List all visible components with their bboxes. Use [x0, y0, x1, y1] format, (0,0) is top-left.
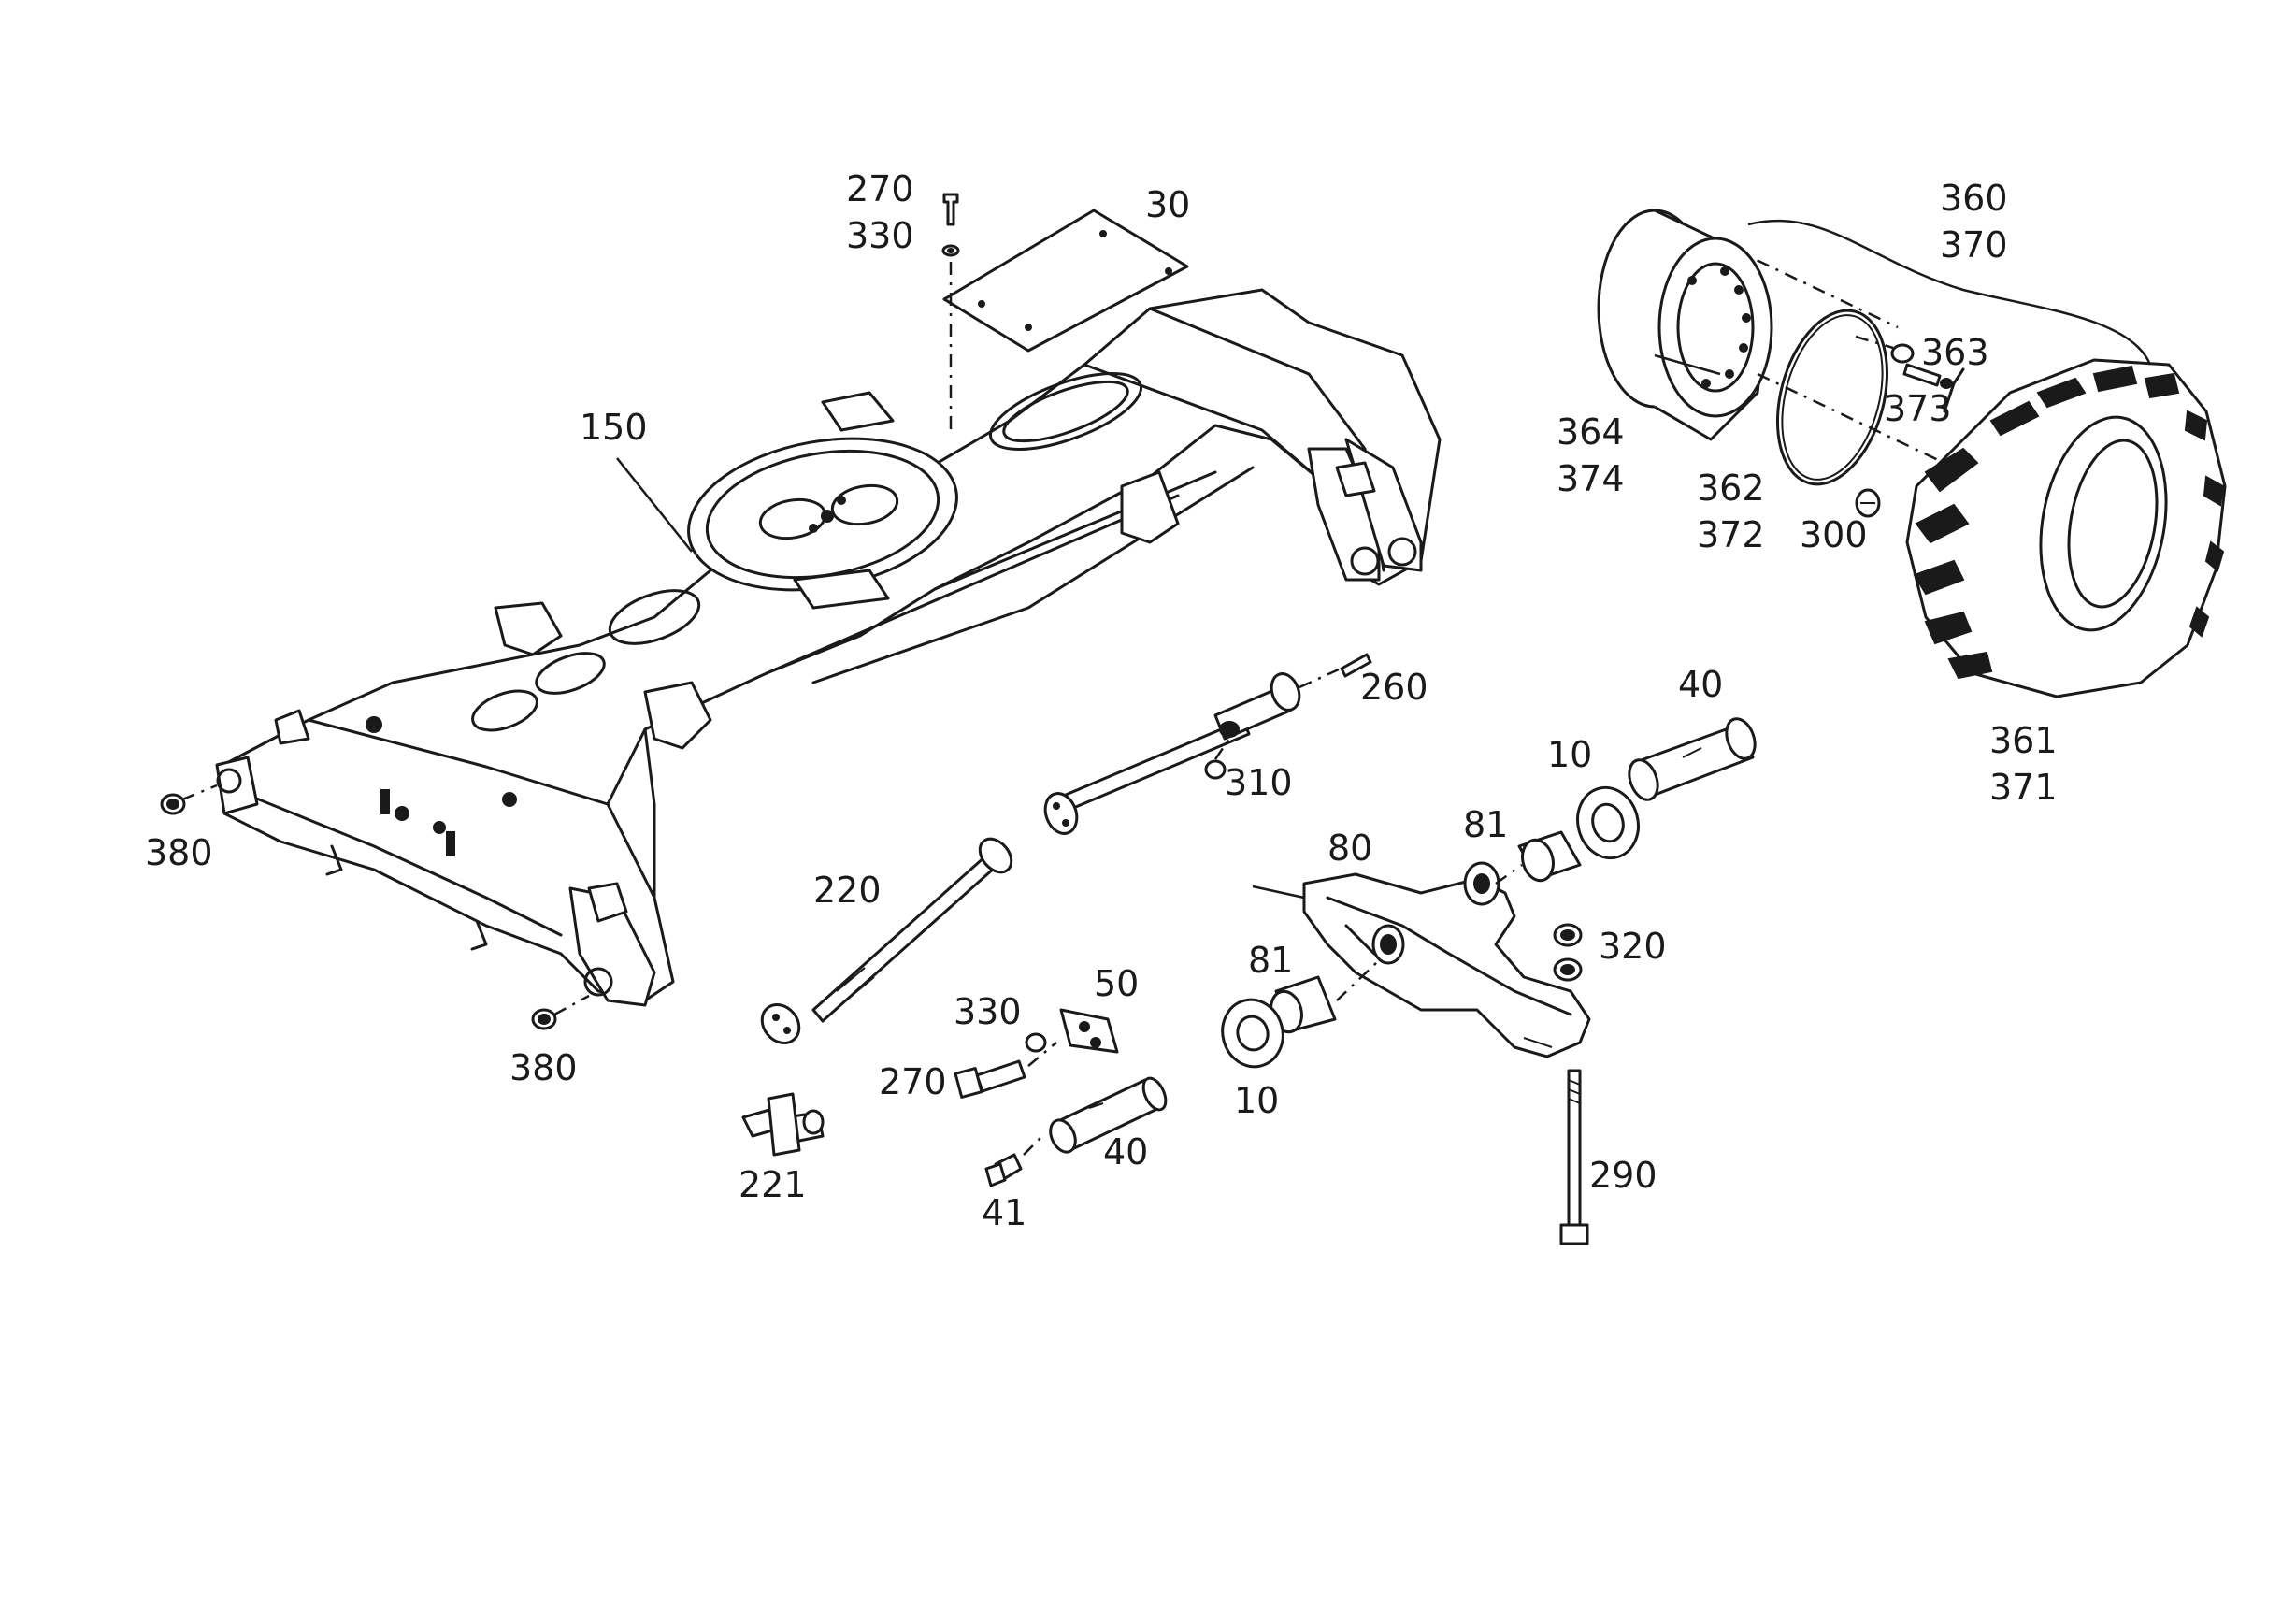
main-frame-part: [215, 288, 1442, 1007]
label-270-mid: 270: [879, 1061, 947, 1102]
label-310: 310: [1225, 762, 1293, 803]
label-40-right: 40: [1678, 664, 1723, 705]
label-330-mid: 330: [954, 991, 1022, 1032]
label-362: 362: [1697, 468, 1765, 509]
label-370: 370: [1940, 224, 2008, 266]
nut-part: [160, 784, 590, 1030]
label-380-left: 380: [145, 832, 213, 873]
label-330-top: 330: [846, 215, 914, 256]
bushing-washer-pin-right-part: [1221, 717, 1757, 1069]
valve-part: [1855, 335, 1953, 518]
drive-shaft-lower-part: [760, 837, 1013, 1044]
label-320: 320: [1599, 926, 1667, 967]
label-81-bottom: 81: [1248, 940, 1293, 981]
label-361: 361: [1989, 720, 2058, 761]
label-360: 360: [1940, 178, 2008, 219]
cover-plate-part: [942, 209, 1189, 353]
label-364: 364: [1557, 411, 1625, 453]
label-220: 220: [813, 870, 882, 911]
label-372: 372: [1697, 514, 1765, 555]
bolt-part: [941, 193, 960, 430]
label-80: 80: [1327, 828, 1372, 869]
label-290: 290: [1589, 1155, 1657, 1196]
label-270-top: 270: [846, 168, 914, 209]
pin-assembly-left-part: [954, 1008, 1168, 1187]
tire-part: [1747, 219, 2227, 698]
label-363: 363: [1921, 332, 1989, 373]
drive-shaft-upper-part: [1043, 653, 1372, 835]
axle-carrier-part: [1302, 861, 1591, 1058]
label-10-bottom: 10: [1234, 1080, 1279, 1121]
label-374: 374: [1557, 458, 1625, 499]
label-150: 150: [580, 407, 648, 448]
label-373: 373: [1884, 388, 1952, 429]
nut-320-part: [1553, 923, 1583, 982]
label-30: 30: [1145, 184, 1190, 225]
label-81-top: 81: [1463, 804, 1508, 845]
label-40-left: 40: [1103, 1131, 1148, 1173]
label-41: 41: [982, 1192, 1026, 1233]
label-10-top: 10: [1547, 734, 1592, 775]
label-300: 300: [1800, 514, 1868, 555]
wheel-rim-part: [1597, 209, 1955, 486]
leader-lines: [616, 353, 1721, 900]
label-371: 371: [1989, 767, 2058, 808]
label-221: 221: [739, 1164, 807, 1205]
label-260: 260: [1360, 667, 1428, 708]
label-380-bottom: 380: [509, 1047, 578, 1088]
long-bolt-part: [1559, 1069, 1589, 1245]
label-50: 50: [1094, 963, 1139, 1004]
universal-joint-part: [741, 1092, 825, 1157]
